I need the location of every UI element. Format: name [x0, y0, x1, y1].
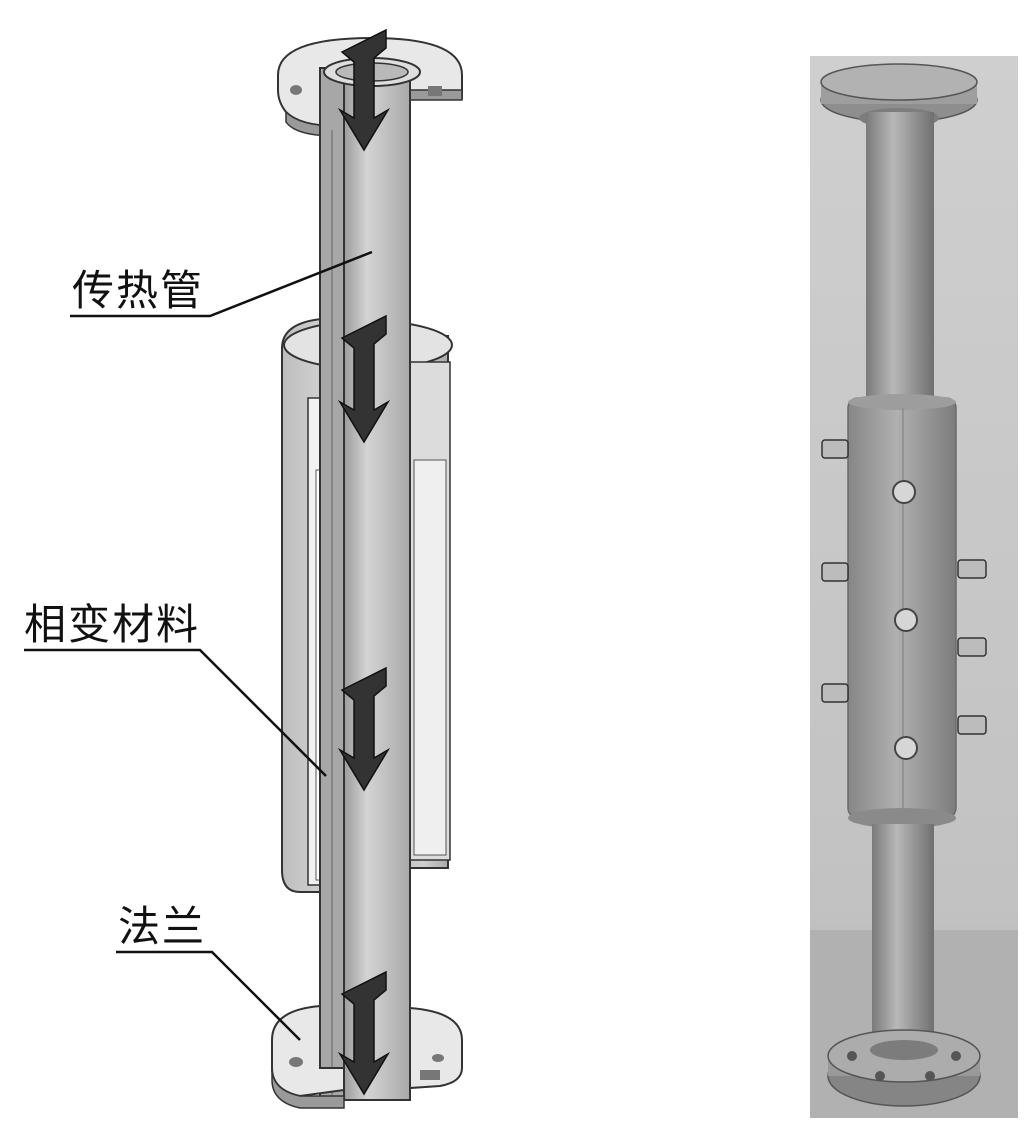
photo-jacket: [847, 394, 957, 828]
heat-transfer-tube: [319, 57, 421, 1101]
photo-panel: [810, 56, 1018, 1118]
photo-lower-tube: [872, 824, 934, 1046]
bolt-icon: [957, 715, 987, 735]
bolt-icon: [957, 637, 987, 657]
bolt-icon: [821, 439, 849, 459]
bolt-icon: [821, 683, 849, 703]
bolt-icon: [894, 608, 918, 632]
bolt-icon: [892, 480, 916, 504]
down-arrow-icon: [337, 314, 391, 444]
down-arrow-icon: [337, 970, 391, 1096]
flange-leader: [116, 950, 301, 1041]
bolt-icon: [821, 562, 849, 582]
photo-upper-tube: [866, 112, 934, 408]
down-arrow-icon: [337, 28, 391, 152]
cutaway-schematic: [24, 28, 463, 1109]
pcm-leader: [24, 648, 327, 777]
photo-bottom-flange: [827, 1029, 981, 1107]
heat-tube-label: 传热管: [72, 266, 205, 315]
heat-tube-leader: [70, 250, 373, 318]
flange-label: 法兰: [118, 902, 207, 951]
pcm-label: 相变材料: [24, 600, 201, 649]
bolt-icon: [957, 559, 987, 579]
down-arrow-icon: [337, 666, 391, 792]
bolt-icon: [894, 736, 918, 760]
leader-lines: [24, 250, 373, 1041]
